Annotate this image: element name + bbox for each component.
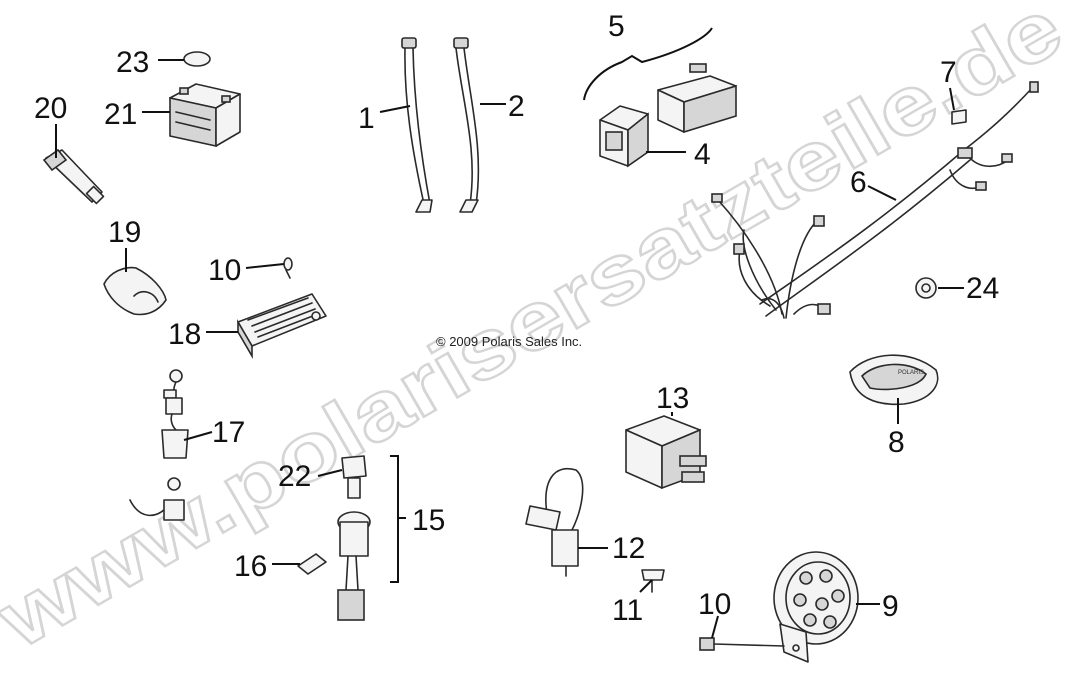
callout-1: 1: [358, 102, 375, 135]
part-17-switch: [129, 369, 189, 521]
part-2-wire: [453, 37, 480, 213]
part-4-bracket: [599, 105, 649, 168]
part-5-bracket: [583, 27, 713, 101]
callout-20: 20: [34, 92, 67, 125]
callout-21: 21: [104, 98, 137, 131]
part-13-relay: [625, 415, 707, 490]
callout-numbers: 23 21 20 19 10 18 1 2 5 4 7 6 24 8 13 17…: [34, 10, 999, 627]
callout-15: 15: [412, 504, 445, 537]
callout-9: 9: [882, 590, 899, 623]
callout-12: 12: [612, 532, 645, 565]
part-22-key: [341, 455, 367, 499]
leader-lines: [55, 59, 964, 639]
part-19-cover: [103, 266, 167, 316]
part-18-regulator: [237, 293, 327, 359]
callout-13: 13: [656, 382, 689, 415]
part-10-screw-upper: [283, 257, 293, 279]
part-11-bolt: [641, 569, 665, 593]
housing-brand-text: POLARIS: [898, 370, 924, 376]
callout-5: 5: [608, 10, 625, 43]
callout-17: 17: [212, 416, 245, 449]
callout-10-upper: 10: [208, 254, 241, 287]
part-21-battery: [169, 83, 241, 147]
callout-16: 16: [234, 550, 267, 583]
callout-22: 22: [278, 460, 311, 493]
callout-10-lower: 10: [698, 588, 731, 621]
callout-23: 23: [116, 46, 149, 79]
part-7-clip: [951, 109, 967, 125]
part-10-wire-lower: [699, 637, 785, 651]
part-6-wire-harness: [711, 81, 1039, 319]
part-12-ignition-coil: [525, 468, 584, 577]
callout-11: 11: [612, 594, 643, 627]
callout-8: 8: [888, 426, 905, 459]
callout-6: 6: [850, 166, 867, 199]
callout-4: 4: [694, 138, 711, 171]
part-15-ignition-switch: [337, 511, 371, 621]
part-8-housing: POLARIS: [849, 354, 939, 406]
part-23-o-ring: [183, 51, 211, 67]
part-24-nut: [915, 277, 937, 299]
callout-19: 19: [108, 216, 141, 249]
callout-18: 18: [168, 318, 201, 351]
callout-2: 2: [508, 90, 525, 123]
part-16-clip: [297, 553, 327, 575]
part-9-horn: [773, 551, 859, 663]
part-5-module: [657, 63, 737, 134]
part-20-fuse-holder: [42, 148, 105, 205]
callout-24: 24: [966, 272, 999, 305]
part-1-wire: [401, 37, 433, 213]
copyright-text: © 2009 Polaris Sales Inc.: [436, 334, 582, 349]
callout-7: 7: [940, 56, 957, 89]
